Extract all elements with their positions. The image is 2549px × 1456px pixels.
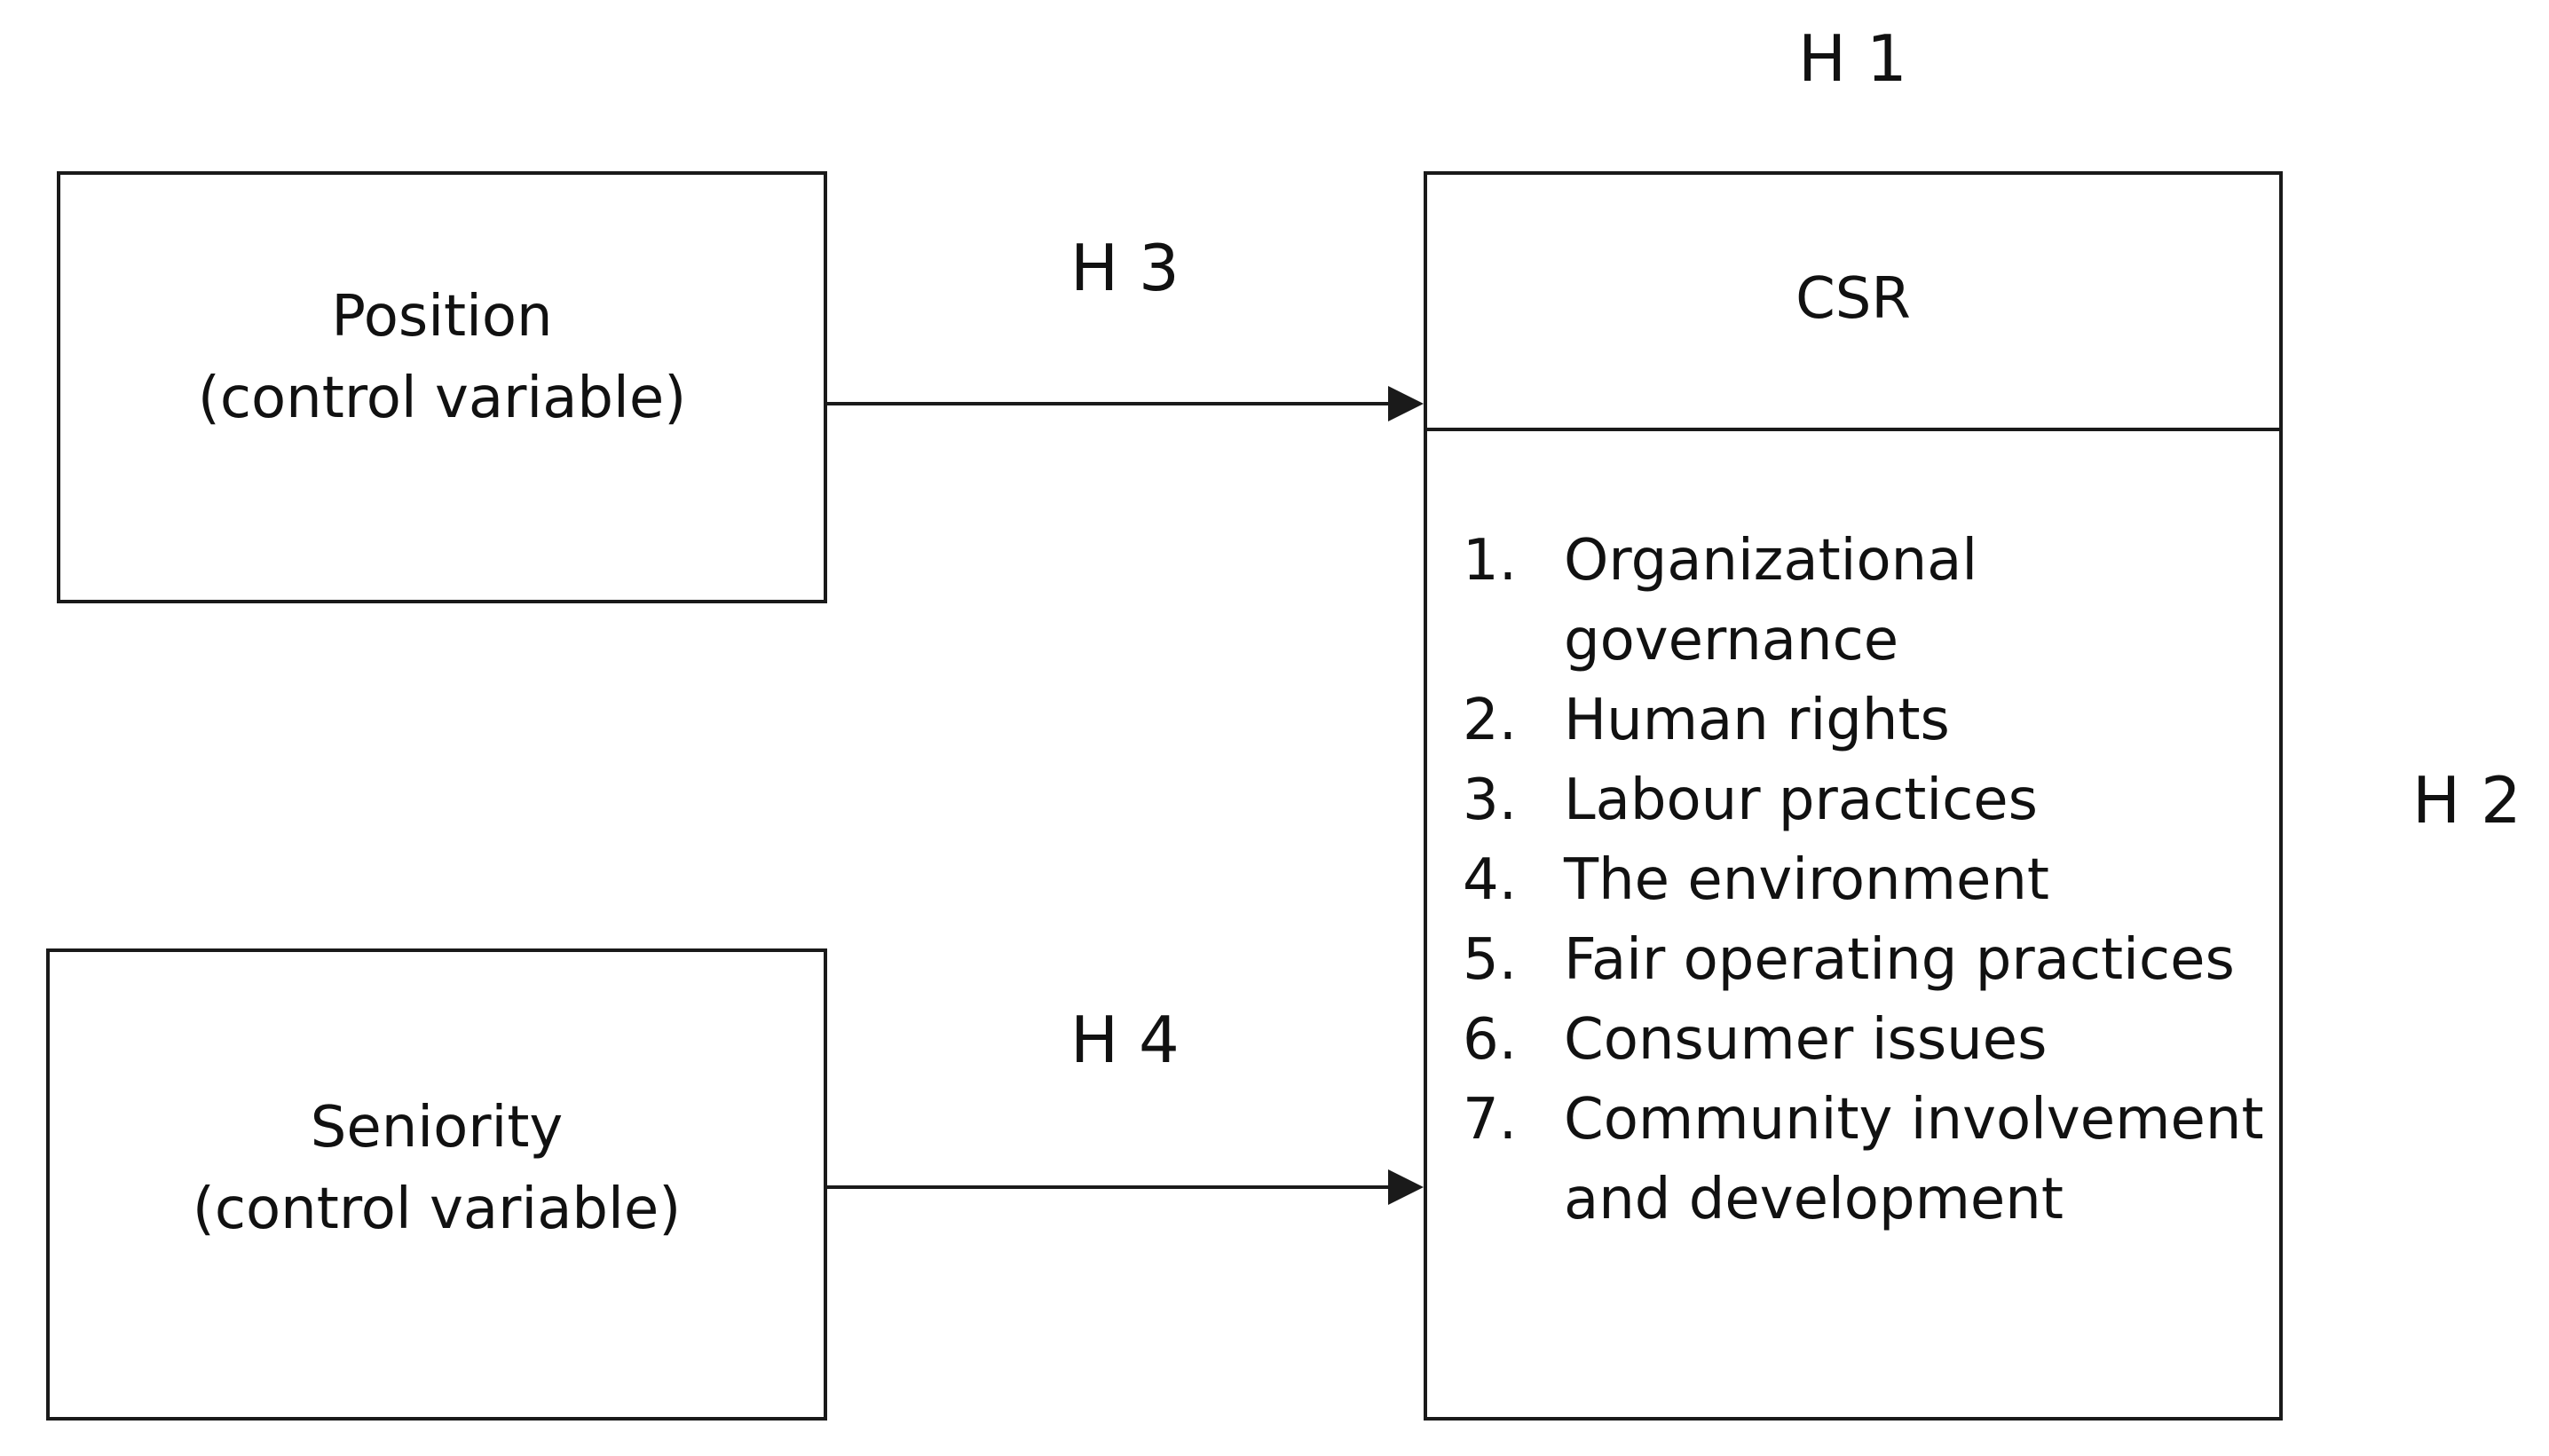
csr-list-item: 6. Consumer issues [1463, 1000, 2264, 1080]
csr-box: CSR 1. Organizational governance 2. Huma… [1424, 171, 2283, 1421]
position-title: Position [331, 284, 553, 350]
csr-header: CSR [1427, 175, 2279, 431]
csr-item-number: 7. [1463, 1087, 1518, 1153]
position-box: Position (control variable) [57, 171, 827, 603]
csr-item-number: 6. [1463, 1007, 1518, 1073]
csr-item-number: 5. [1463, 927, 1518, 993]
csr-list-item: 2. Human rights [1463, 681, 2264, 760]
csr-item-text-line: Organizational [1564, 528, 1978, 594]
hypothesis-label-h1: H 1 [1798, 21, 1907, 96]
csr-item-number: 4. [1463, 847, 1518, 913]
csr-item-text-line: Community involvement [1564, 1087, 2264, 1153]
csr-item-number: 2. [1463, 688, 1518, 753]
csr-list-item: 1. Organizational governance [1463, 521, 2264, 681]
csr-list-item: 7. Community involvement and development [1463, 1080, 2264, 1240]
seniority-subtitle: (control variable) [192, 1177, 682, 1242]
csr-item-text-line: Fair operating practices [1564, 927, 2235, 993]
hypothesis-label-h4: H 4 [1070, 1003, 1180, 1077]
csr-item-text-line: Labour practices [1564, 767, 2038, 833]
csr-item-text-line: The environment [1564, 847, 2049, 913]
csr-dimension-list: 1. Organizational governance 2. Human ri… [1463, 521, 2264, 1240]
csr-item-text-line: Human rights [1564, 688, 1950, 753]
csr-list-item: 5. Fair operating practices [1463, 920, 2264, 1000]
position-subtitle: (control variable) [197, 366, 687, 431]
csr-title: CSR [1795, 266, 1911, 332]
csr-item-text-line: Consumer issues [1564, 1007, 2048, 1073]
csr-list-item: 4. The environment [1463, 840, 2264, 920]
seniority-box: Seniority (control variable) [46, 948, 827, 1421]
csr-item-text-line: governance [1564, 608, 1899, 673]
csr-list-item: 3. Labour practices [1463, 760, 2264, 840]
csr-item-text-line: and development [1564, 1167, 2064, 1232]
csr-item-number: 1. [1463, 528, 1518, 594]
hypothesis-label-h2: H 2 [2412, 763, 2521, 838]
hypothesis-label-h3: H 3 [1070, 231, 1180, 305]
seniority-title: Seniority [310, 1095, 564, 1161]
csr-item-number: 3. [1463, 767, 1518, 833]
